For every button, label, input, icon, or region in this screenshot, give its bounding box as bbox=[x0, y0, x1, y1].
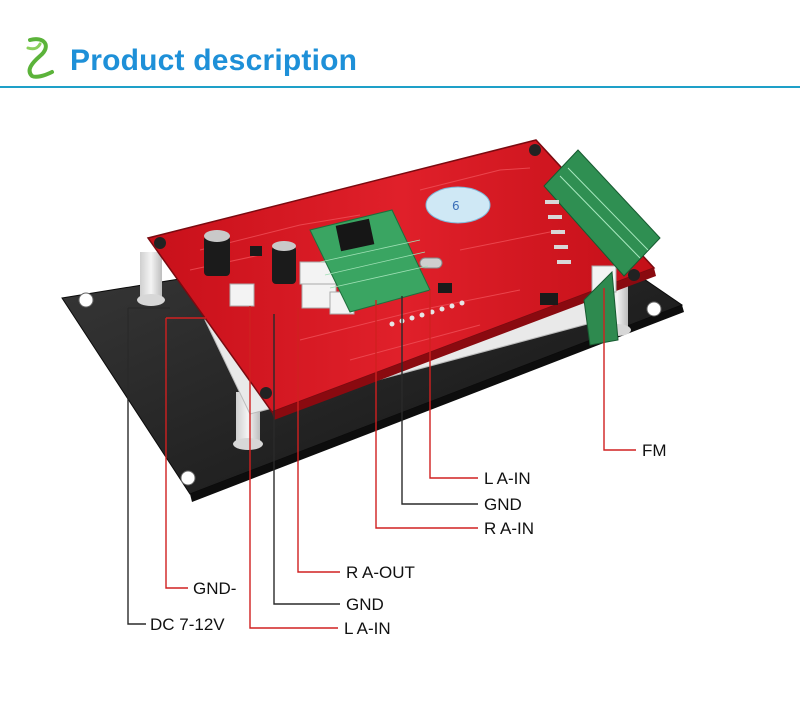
label-r-a-in: R A-IN bbox=[484, 519, 534, 538]
leader-lines bbox=[127, 288, 636, 629]
label-dc-7-12v: DC 7-12V bbox=[150, 615, 225, 634]
header-divider bbox=[0, 86, 800, 88]
fm-module bbox=[543, 149, 661, 346]
label-gnd-minus: GND- bbox=[193, 579, 236, 598]
header: Product description bbox=[0, 0, 800, 88]
label-r-a-out: R A-OUT bbox=[346, 563, 415, 582]
page-title: Product description bbox=[70, 44, 358, 77]
label-gnd-mid: GND bbox=[484, 495, 522, 514]
bluetooth-module bbox=[309, 209, 431, 313]
label-l-a-in-bottom: L A-IN bbox=[344, 619, 391, 638]
label-l-a-in-top: L A-IN bbox=[484, 469, 531, 488]
label-fm: FM bbox=[642, 441, 667, 460]
label-gnd-bottom: GND bbox=[346, 595, 384, 614]
leaf-logo-icon bbox=[26, 37, 54, 79]
svg-text:6: 6 bbox=[452, 199, 460, 213]
